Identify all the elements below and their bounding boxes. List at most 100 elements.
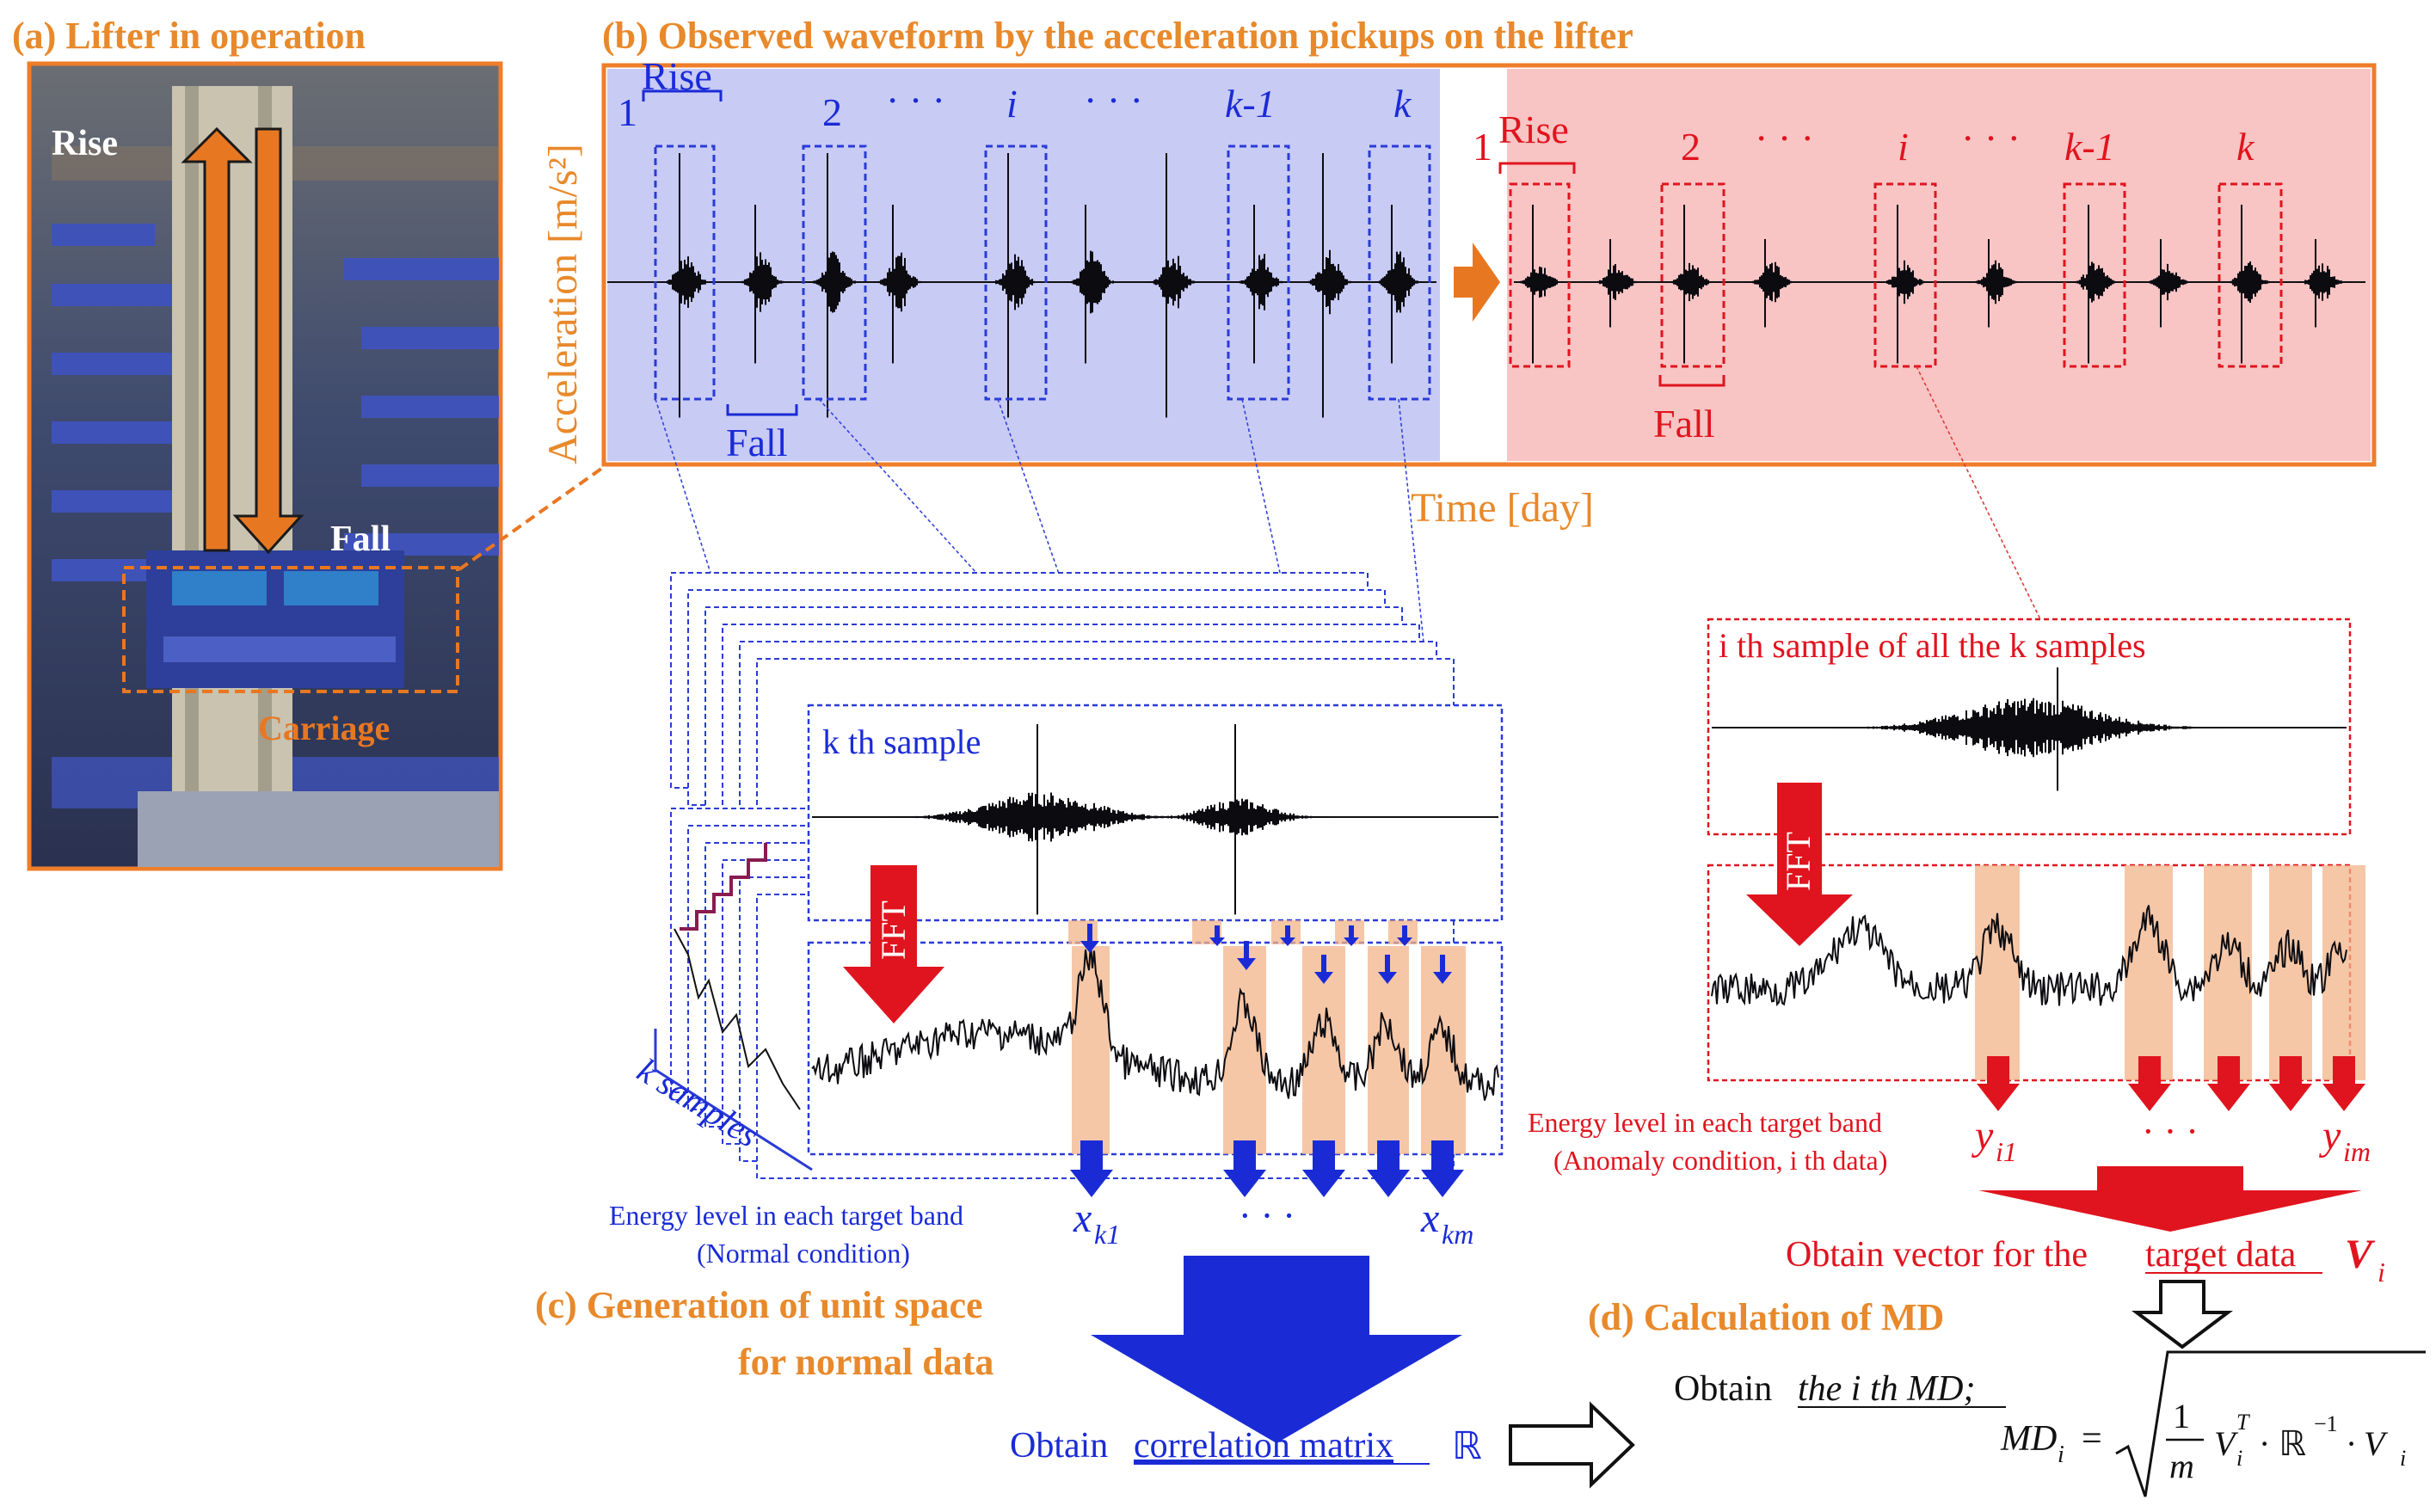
anomaly-spectrum-curve (1711, 905, 2347, 1007)
x-axis-label: Time [day] (1411, 485, 1594, 531)
panel-d: (d) Calculation of MD Obtain the i th MD… (1588, 1296, 2426, 1497)
normal-energy-label-1: Energy level in each target band (609, 1200, 963, 1231)
formula-eq: = (2082, 1419, 2102, 1459)
anomaly-index-2: 2 (1681, 125, 1701, 169)
normal-bands (1068, 920, 1466, 1154)
anomaly-index-dots-1: · · · (1755, 116, 1814, 160)
normal-window-1 (654, 144, 716, 401)
carriage-label: Carriage (258, 709, 390, 747)
correlation-matrix-link: correlation matrix (1134, 1426, 1393, 1466)
normal-fall-label: Fall (726, 421, 788, 464)
correlation-obtain-text: Obtain (1010, 1426, 1108, 1466)
anomaly-index-1: 1 (1473, 125, 1492, 169)
normal-index-1: 1 (618, 90, 637, 134)
normal-window-2 (802, 144, 867, 401)
to-md-arrow (1509, 1401, 1635, 1489)
kth-sample-box (807, 704, 1504, 922)
y-first: y (1971, 1113, 1994, 1159)
formula-lhs: MD (2000, 1419, 2057, 1459)
normal-index-2: 2 (822, 90, 842, 134)
panel-b: (b) Observed waveform by the acceleratio… (540, 15, 2377, 531)
anomaly-fall-label: Fall (1653, 402, 1715, 446)
normal-index-dots-1: · · · (886, 78, 945, 122)
unit-space-arrow (1091, 1256, 1462, 1443)
anomaly-rise-label: Rise (1498, 108, 1569, 151)
formula-end: · V (2347, 1424, 2389, 1463)
waveform-bursts (660, 153, 2349, 418)
anomaly-index-dots-2: · · · (1961, 116, 2021, 160)
fall-arrow (232, 127, 304, 555)
formula-lhs-sub: i (2058, 1441, 2064, 1468)
normal-fft-arrow: FFT (843, 865, 944, 1023)
anomaly-energy-arrows (1977, 1056, 2365, 1111)
y-first-sub: i1 (1996, 1136, 2017, 1167)
anomaly-side: i th sample of all the k samples FFT Ene… (1528, 618, 2385, 1349)
x-last-sub: km (1442, 1219, 1473, 1250)
lifter-photo: Rise Fall Carriage (27, 61, 503, 871)
normal-fft-label: FFT (874, 900, 913, 960)
normal-energy-label-2: (Normal condition) (697, 1238, 910, 1269)
vector-symbol-sub: i (2378, 1257, 2385, 1288)
panel-c: (c) Generation of unit space for normal … (535, 1284, 1635, 1489)
vector-target-link: target data (2145, 1235, 2297, 1275)
target-vector-arrow (1978, 1166, 2362, 1232)
y-axis-label: Acceleration [m/s²] (540, 144, 586, 464)
normal-energy-arrows (1070, 1140, 1464, 1197)
anomaly-index-k-1: k-1 (2064, 125, 2115, 169)
normal-sample-stack: k th sample (609, 572, 1504, 1443)
ith-sample-waveform (1831, 667, 2229, 791)
formula-body: V (2214, 1424, 2239, 1463)
anomaly-window-k-1 (2063, 182, 2126, 368)
formula-inv: −1 (2314, 1411, 2338, 1436)
normal-index-dots-2: · · · (1084, 78, 1143, 122)
panel-b-title: (b) Observed waveform by the acceleratio… (602, 15, 1633, 57)
normal-indices: 1 2 · · · i · · · k-1 k (618, 78, 1412, 134)
formula-rest: · ℝ (2259, 1424, 2306, 1463)
x-last: x (1420, 1195, 1439, 1241)
x-first-sub: k1 (1094, 1219, 1120, 1250)
normal-index-k-1: k-1 (1225, 82, 1276, 126)
normal-index-k: k (1393, 82, 1412, 126)
formula-sup: T (2236, 1410, 2250, 1435)
md-obtain-link: the i th MD; (1798, 1369, 1975, 1409)
anomaly-period-bg (1507, 69, 2371, 461)
y-last: y (2318, 1113, 2341, 1159)
normal-spectrum-curve (811, 943, 1499, 1101)
to-md-down-arrow (2132, 1280, 2233, 1349)
time-transition-arrow (1454, 243, 1500, 322)
fall-label: Fall (330, 519, 391, 559)
panel-d-title: (d) Calculation of MD (1588, 1296, 1944, 1338)
anomaly-window-k (2218, 182, 2283, 368)
formula-body-sub: i (2236, 1446, 2242, 1471)
anomaly-window-i (1873, 182, 1937, 368)
x-dots: · · · (1239, 1195, 1295, 1237)
md-obtain-text: Obtain (1674, 1369, 1772, 1409)
carriage-box (122, 566, 459, 693)
anomaly-window-1 (1509, 182, 1571, 368)
matrix-symbol: ℝ (1452, 1425, 1482, 1467)
carriage-connector (458, 463, 609, 571)
normal-band-pointers (1080, 924, 1452, 984)
formula-end-sub: i (2400, 1446, 2406, 1471)
formula-num: 1 (2173, 1397, 2190, 1435)
vector-symbol: V (2345, 1232, 2376, 1277)
vector-obtain-text: Obtain vector for the (1786, 1235, 2088, 1275)
anomaly-rise-bracket (1498, 162, 1576, 174)
normal-rise-label: Rise (642, 54, 712, 98)
panel-c-title-2: for normal data (738, 1341, 993, 1383)
kth-sample-title: k th sample (822, 722, 981, 761)
anomaly-energy-label-2: (Anomaly condition, i th data) (1553, 1145, 1887, 1176)
normal-index-i: i (1006, 82, 1018, 126)
normal-fall-bracket (726, 404, 798, 416)
panel-a: (a) Lifter in operation (12, 15, 609, 871)
anomaly-fft-arrow: FFT (1746, 783, 1853, 946)
kth-sample-waveform (885, 724, 1334, 915)
x-first: x (1073, 1195, 1092, 1241)
y-last-sub: im (2343, 1136, 2371, 1167)
anomaly-energy-label-1: Energy level in each target band (1528, 1107, 1882, 1138)
ith-sample-title: i th sample of all the k samples (1719, 626, 2146, 665)
anomaly-fft-label: FFT (1779, 832, 1818, 891)
rise-arrow (181, 126, 253, 552)
formula-den: m (2169, 1447, 2194, 1485)
